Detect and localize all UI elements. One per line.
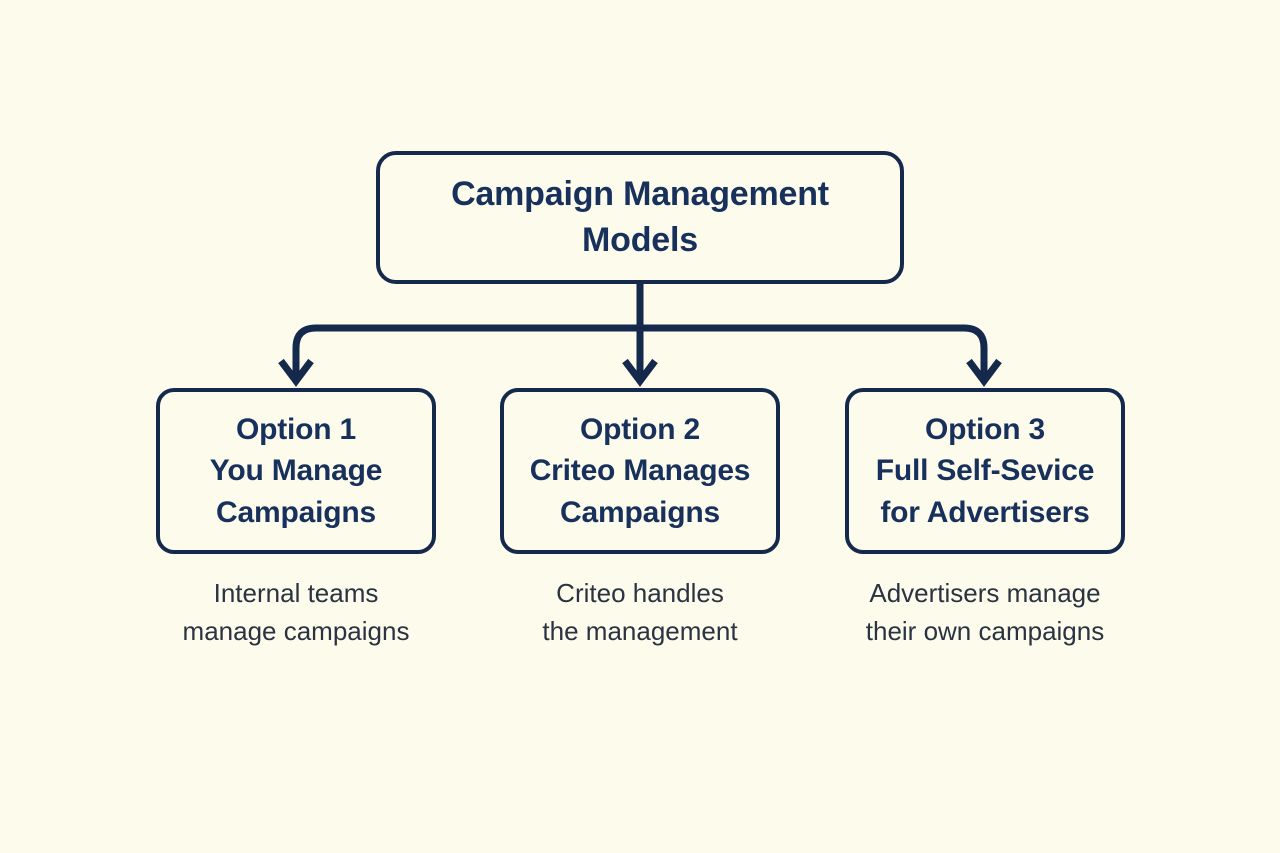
root-node-label: Campaign Management Models <box>451 175 829 259</box>
option-node-3-label: Option 3 Full Self-Sevice for Advertiser… <box>875 412 1095 529</box>
root-node[interactable]: Campaign Management Models <box>376 151 904 284</box>
option-node-1[interactable]: Option 1 You Manage Campaigns <box>156 388 436 554</box>
option-node-3[interactable]: Option 3 Full Self-Sevice for Advertiser… <box>845 388 1125 554</box>
option-caption-3: Advertisers manage their own campaigns <box>865 578 1105 647</box>
option-node-2[interactable]: Option 2 Criteo Manages Campaigns <box>500 388 780 554</box>
arrowhead-icon-right <box>966 358 1002 387</box>
option-node-1-label: Option 1 You Manage Campaigns <box>209 412 383 529</box>
arrowhead-icon-left <box>278 358 314 387</box>
option-node-2-label: Option 2 Criteo Manages Campaigns <box>529 412 751 529</box>
arrowhead-icon-middle <box>622 358 658 387</box>
option-caption-1: Internal teams manage campaigns <box>182 578 410 647</box>
option-caption-2: Criteo handles the management <box>542 578 738 647</box>
